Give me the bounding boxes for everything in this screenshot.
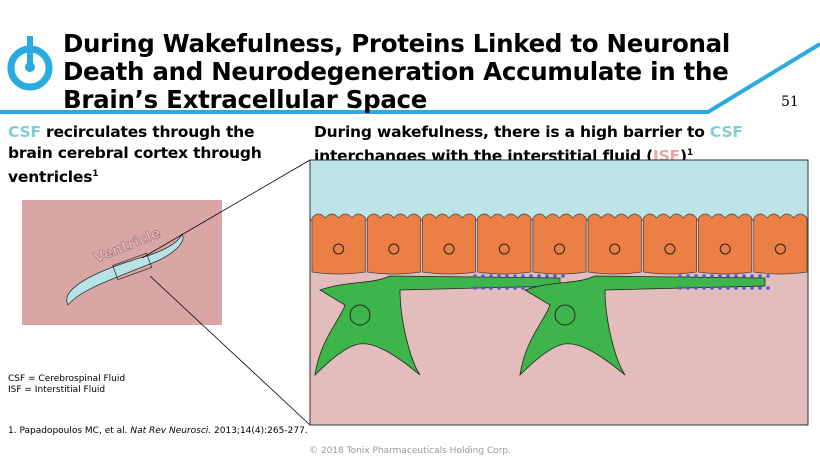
- aquaporin-dot: [694, 274, 698, 278]
- aquaporin-dot: [750, 274, 754, 278]
- csf-term: CSF: [8, 123, 41, 141]
- aquaporin-dot: [481, 274, 485, 278]
- cell-nucleus: [719, 243, 731, 255]
- page-title: During Wakefulness, Proteins Linked to N…: [63, 29, 731, 114]
- cell-nucleus: [774, 243, 786, 255]
- aquaporin-dot: [473, 286, 477, 290]
- aquaporin-dot: [734, 274, 738, 278]
- aquaporin-dot: [694, 286, 698, 290]
- aquaporin-dot: [489, 286, 493, 290]
- abbreviations: CSF = Cerebrospinal Fluid ISF = Intersti…: [8, 374, 125, 396]
- aquaporin-dot: [521, 274, 525, 278]
- cell-nucleus: [664, 243, 676, 255]
- aquaporin-dot: [758, 286, 762, 290]
- aquaporin-dot: [726, 274, 730, 278]
- abbreviation-isf: ISF = Interstitial Fluid: [8, 385, 106, 395]
- aquaporin-dot: [489, 274, 493, 278]
- aquaporin-dot: [537, 274, 541, 278]
- aquaporin-dot: [513, 286, 517, 290]
- aquaporin-dot: [678, 274, 682, 278]
- aquaporin-dot: [686, 274, 690, 278]
- reference: 1. Papadopoulos MC, et al. Nat Rev Neuro…: [8, 426, 308, 436]
- aquaporin-dot: [702, 274, 706, 278]
- ref-number: 1.: [8, 426, 20, 436]
- aquaporin-dot: [545, 274, 549, 278]
- aquaporin-dot: [497, 286, 501, 290]
- ventricle-shape: [66, 233, 184, 306]
- aquaporin-dot: [710, 286, 714, 290]
- cell-nucleus: [333, 243, 345, 255]
- aquaporin-dot: [553, 274, 557, 278]
- copyright: © 2018 Tonix Pharmaceuticals Holding Cor…: [308, 446, 512, 456]
- aquaporin-dot: [529, 274, 533, 278]
- aquaporin-dot: [766, 286, 770, 290]
- footnote-marker: 1: [92, 169, 99, 179]
- astrocyte-nucleus: [554, 304, 576, 326]
- cell-nucleus: [498, 243, 510, 255]
- aquaporin-dot: [758, 274, 762, 278]
- astrocyte: [519, 275, 766, 377]
- aquaporin-dot: [742, 274, 746, 278]
- right-subtitle-text: ): [679, 147, 687, 166]
- cell-nucleus: [443, 243, 455, 255]
- aquaporin-dot: [473, 274, 477, 278]
- aquaporin-dot: [678, 286, 682, 290]
- aquaporin-dot: [561, 274, 565, 278]
- aquaporin-dot: [513, 274, 517, 278]
- aquaporin-dot: [505, 286, 509, 290]
- aquaporin-dot: [742, 286, 746, 290]
- csf-term: CSF: [709, 123, 743, 141]
- ref-authors: Papadopoulos MC, et al.: [19, 426, 131, 436]
- page-number: 51: [781, 94, 799, 110]
- footnote-marker: 1: [686, 148, 693, 158]
- aquaporin-dot: [734, 286, 738, 290]
- cell-nucleus: [554, 243, 565, 255]
- zoom-box: [112, 252, 153, 281]
- ref-details: 2013;14(4):265-277.: [211, 426, 308, 436]
- astrocyte: [314, 275, 561, 377]
- right-subtitle-text: During wakefulness, there is a high barr…: [314, 123, 710, 141]
- abbreviation-csf: CSF = Cerebrospinal Fluid: [8, 374, 126, 384]
- aquaporin-dot: [686, 286, 690, 290]
- left-subtitle: CSF recirculates through the brain cereb…: [8, 122, 278, 188]
- aquaporin-dot: [497, 274, 501, 278]
- left-subtitle-text: recirculates through the brain cerebral …: [8, 123, 262, 187]
- aquaporin-dot: [710, 274, 714, 278]
- ref-journal: Nat Rev Neurosci.: [130, 426, 212, 436]
- aquaporin-dot: [702, 286, 706, 290]
- power-icon: [7, 36, 53, 91]
- aquaporin-dot: [521, 286, 525, 290]
- aquaporin-dot: [718, 286, 722, 290]
- aquaporin-dot: [718, 274, 722, 278]
- aquaporin-dot: [766, 274, 770, 278]
- aquaporin-dot: [726, 286, 730, 290]
- astrocyte-nucleus: [349, 304, 371, 326]
- aquaporin-dot: [505, 274, 509, 278]
- header-divider: [0, 42, 820, 114]
- aquaporin-dot: [750, 286, 754, 290]
- cell-nucleus: [609, 243, 621, 255]
- cell-nucleus: [388, 243, 400, 255]
- aquaporin-dot: [481, 286, 485, 290]
- csf-region: [309, 159, 809, 221]
